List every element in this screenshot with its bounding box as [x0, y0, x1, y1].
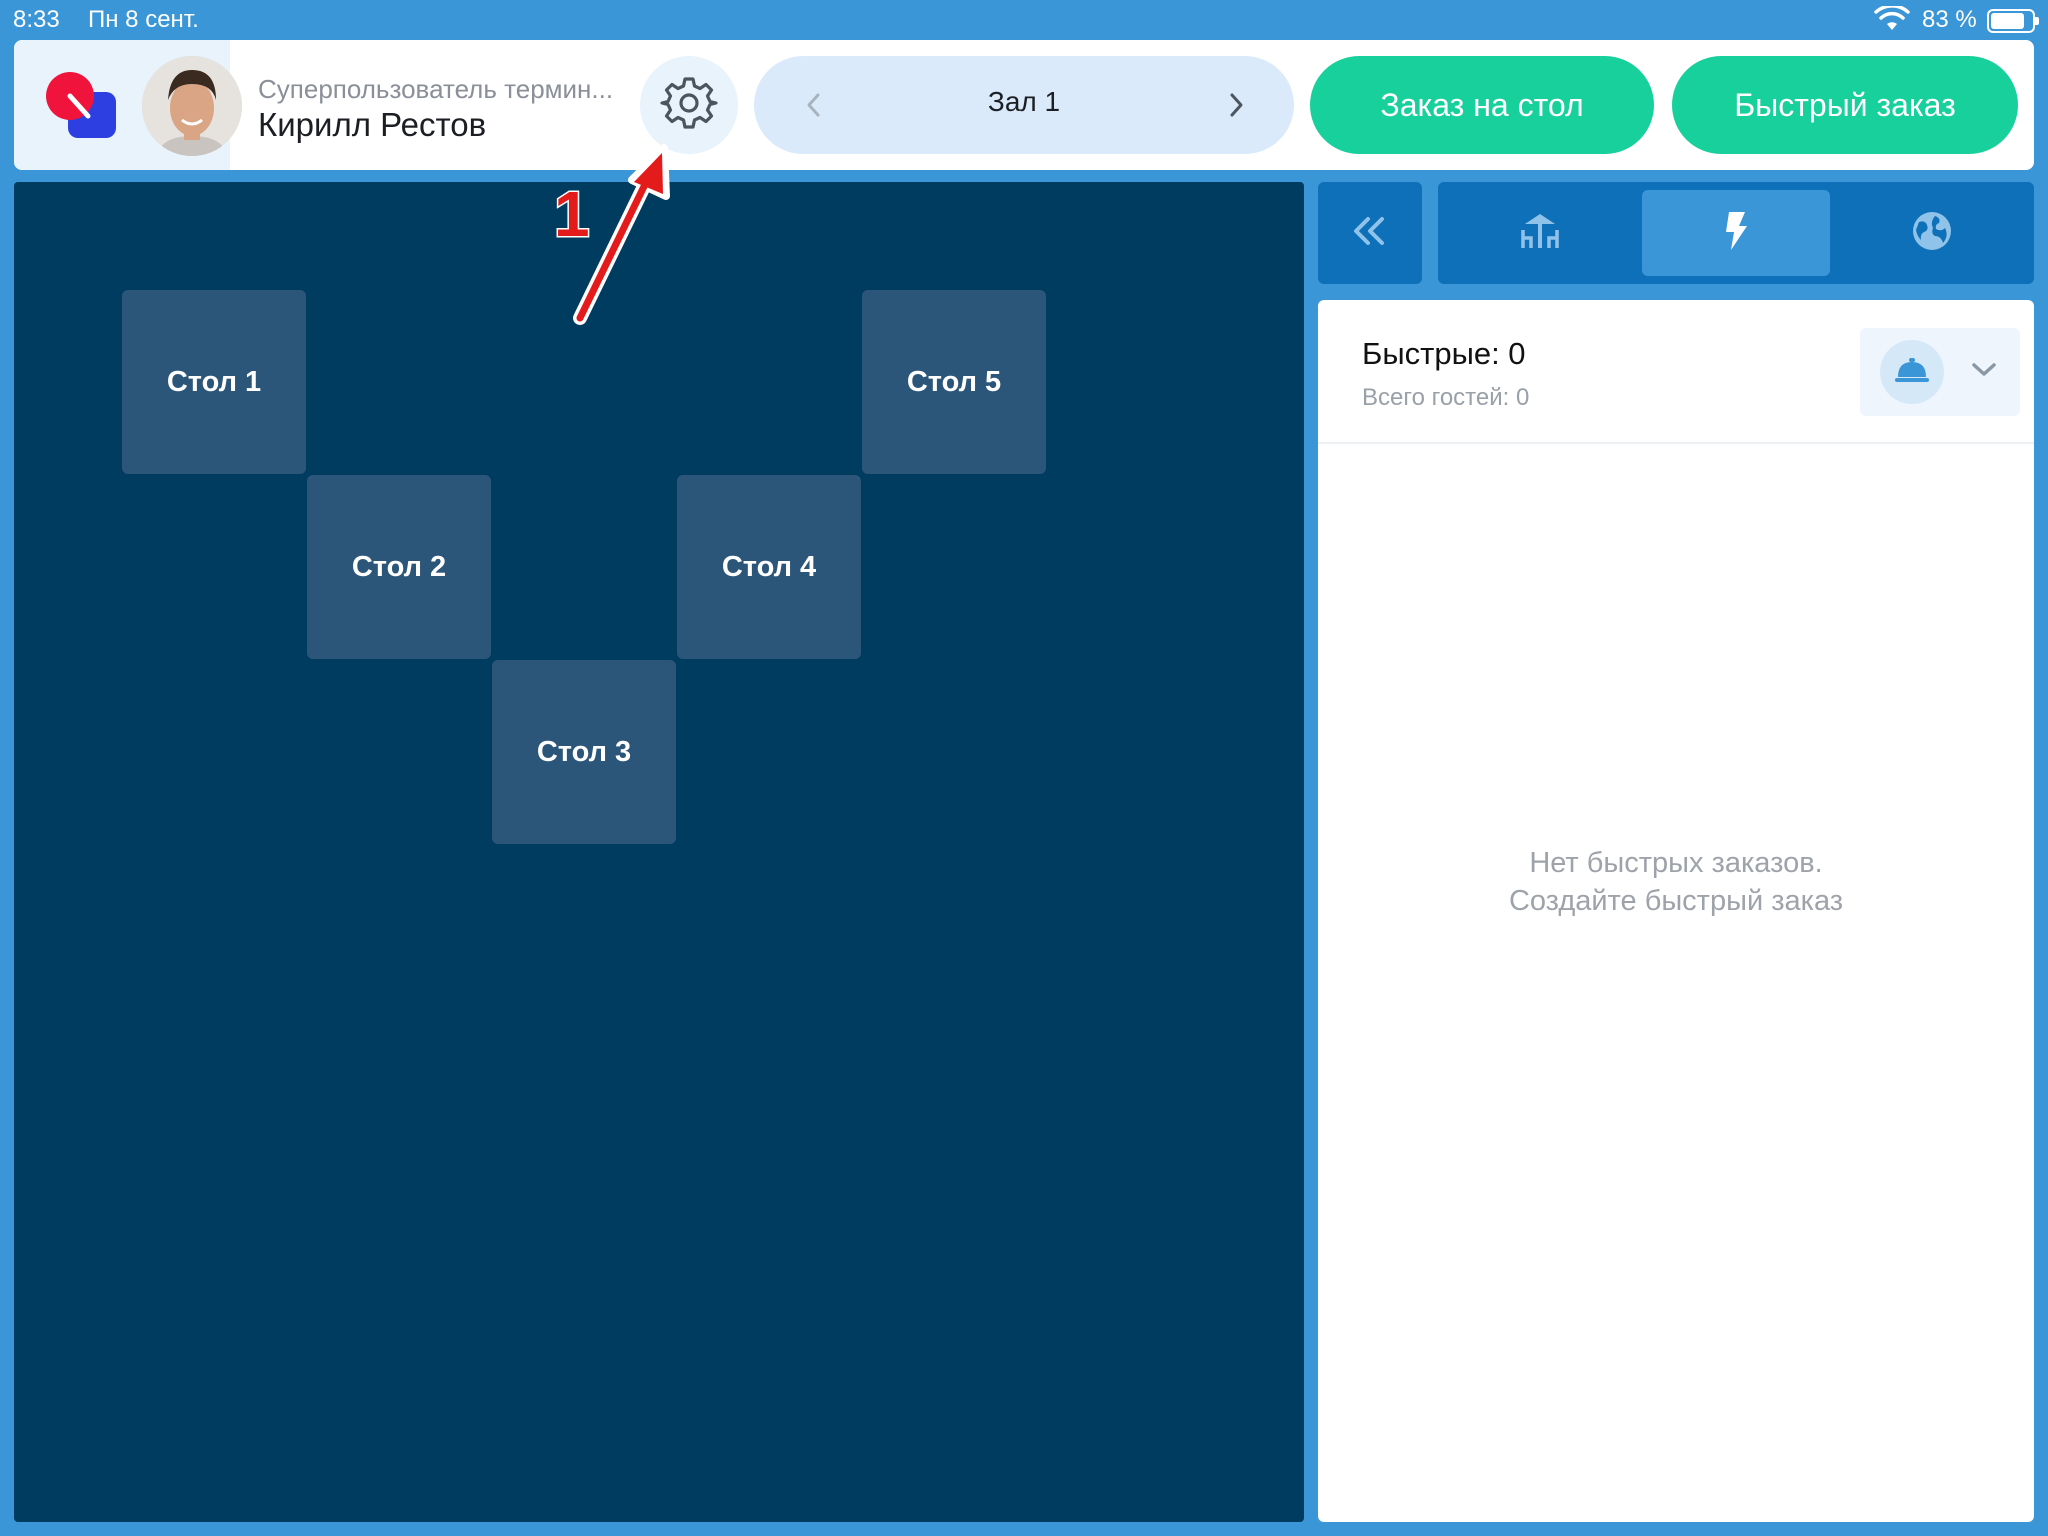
double-chevron-left-icon [1350, 213, 1390, 254]
table-order-button[interactable]: Заказ на стол [1310, 56, 1654, 154]
empty-state-line1: Нет быстрых заказов. [1529, 847, 1823, 879]
floor-plan: Стол 1 Стол 2 Стол 3 Стол 4 Стол 5 [14, 182, 1304, 1522]
annotation-arrow: 1 [540, 140, 680, 330]
orders-title: Быстрые: 0 [1362, 336, 1526, 371]
hall-switcher: Зал 1 [754, 56, 1294, 154]
tables-icon [1519, 212, 1561, 255]
settings-button[interactable] [640, 56, 738, 154]
user-avatar[interactable] [142, 56, 242, 156]
top-header: Суперпользователь термин... Кирилл Ресто… [14, 40, 2034, 170]
collapse-button[interactable] [1318, 182, 1422, 284]
battery-fill [1991, 13, 2024, 29]
orders-tools [1860, 328, 2020, 416]
expand-button[interactable] [1964, 352, 2004, 392]
user-name: Кирилл Рестов [258, 106, 487, 143]
empty-state-message: Нет быстрых заказов. Создайте быстрый за… [1318, 844, 2034, 920]
table-tile[interactable]: Стол 2 [307, 475, 491, 659]
table-tile[interactable]: Стол 5 [862, 290, 1046, 474]
globe-icon [1911, 210, 1953, 257]
tab-quick-orders[interactable] [1642, 190, 1830, 276]
battery-percent: 83 % [1922, 6, 1977, 33]
table-label: Стол 1 [166, 365, 262, 398]
guests-total: Всего гостей: 0 [1362, 384, 1530, 411]
battery-icon [1987, 9, 2039, 33]
status-time: 8:33 [13, 6, 60, 33]
table-label: Стол 5 [906, 365, 1002, 398]
table-tile[interactable]: Стол 1 [122, 290, 306, 474]
tab-delivery[interactable] [1838, 190, 2026, 276]
app-logo [44, 72, 120, 142]
status-bar: 8:33 Пн 8 сент. 83 % [0, 0, 2048, 40]
empty-state-line2: Создайте быстрый заказ [1508, 885, 1844, 917]
table-label: Стол 4 [721, 550, 817, 583]
table-label: Стол 2 [351, 550, 447, 583]
divider [1318, 442, 2034, 444]
table-tile[interactable]: Стол 4 [677, 475, 861, 659]
tab-tables[interactable] [1446, 190, 1634, 276]
service-bell-icon [1895, 357, 1929, 388]
chevron-left-icon[interactable] [794, 82, 834, 128]
quick-orders-panel: Быстрые: 0 Всего гостей: 0 Нет быстрых з… [1318, 300, 2034, 1522]
service-bell-button[interactable] [1880, 340, 1944, 404]
table-tile[interactable]: Стол 3 [492, 660, 676, 844]
chevron-right-icon[interactable] [1216, 82, 1256, 128]
table-label: Стол 3 [536, 735, 632, 768]
view-tabs [1438, 182, 2034, 284]
wifi-icon [1874, 4, 1910, 37]
quick-order-button[interactable]: Быстрый заказ [1672, 56, 2018, 154]
gear-icon [660, 74, 718, 137]
hall-name: Зал 1 [987, 86, 1061, 117]
user-role: Суперпользователь термин... [258, 74, 614, 104]
lightning-icon [1721, 210, 1751, 257]
status-date: Пн 8 сент. [88, 6, 199, 33]
chevron-down-icon [1970, 361, 1998, 384]
annotation-number: 1 [554, 178, 590, 250]
